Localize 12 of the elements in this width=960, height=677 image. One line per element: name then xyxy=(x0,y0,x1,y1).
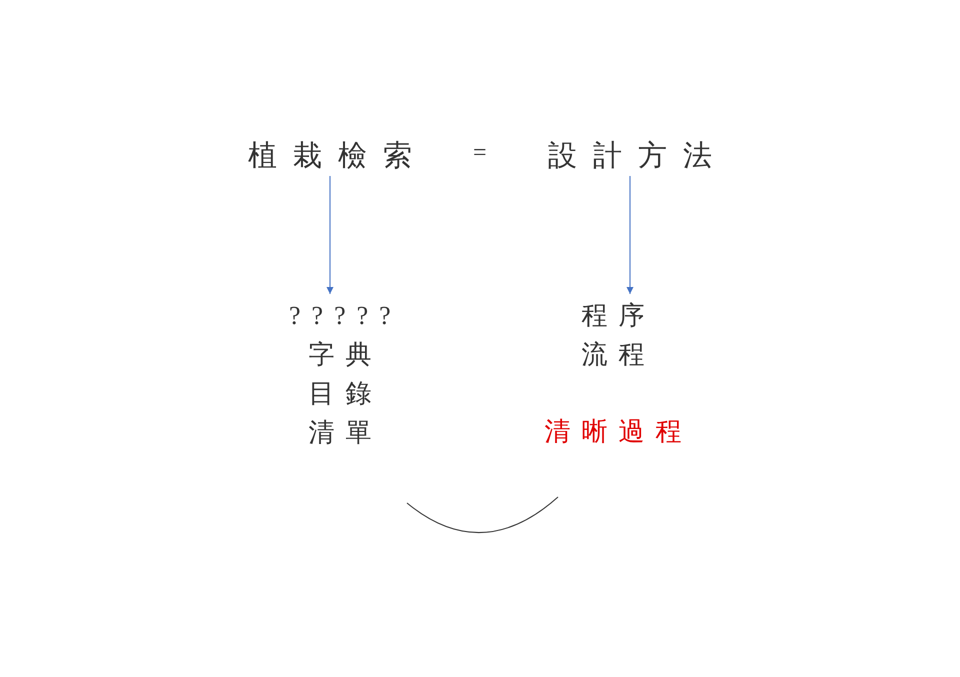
heading-text: 設計方法 xyxy=(548,139,728,174)
highlighted-text: 清晰過程 xyxy=(544,416,692,448)
list-text: ????? xyxy=(289,300,402,332)
list-text: 字典 xyxy=(307,339,384,371)
list-text: 程序 xyxy=(580,300,656,332)
heading-text: 植栽檢索 xyxy=(248,139,428,174)
list-text: 流程 xyxy=(580,339,656,371)
equals-sign: = xyxy=(473,140,487,167)
arrow xyxy=(626,176,634,294)
arrow xyxy=(326,176,334,294)
list-text: 目錄 xyxy=(307,378,384,410)
list-text: 清單 xyxy=(307,417,384,449)
